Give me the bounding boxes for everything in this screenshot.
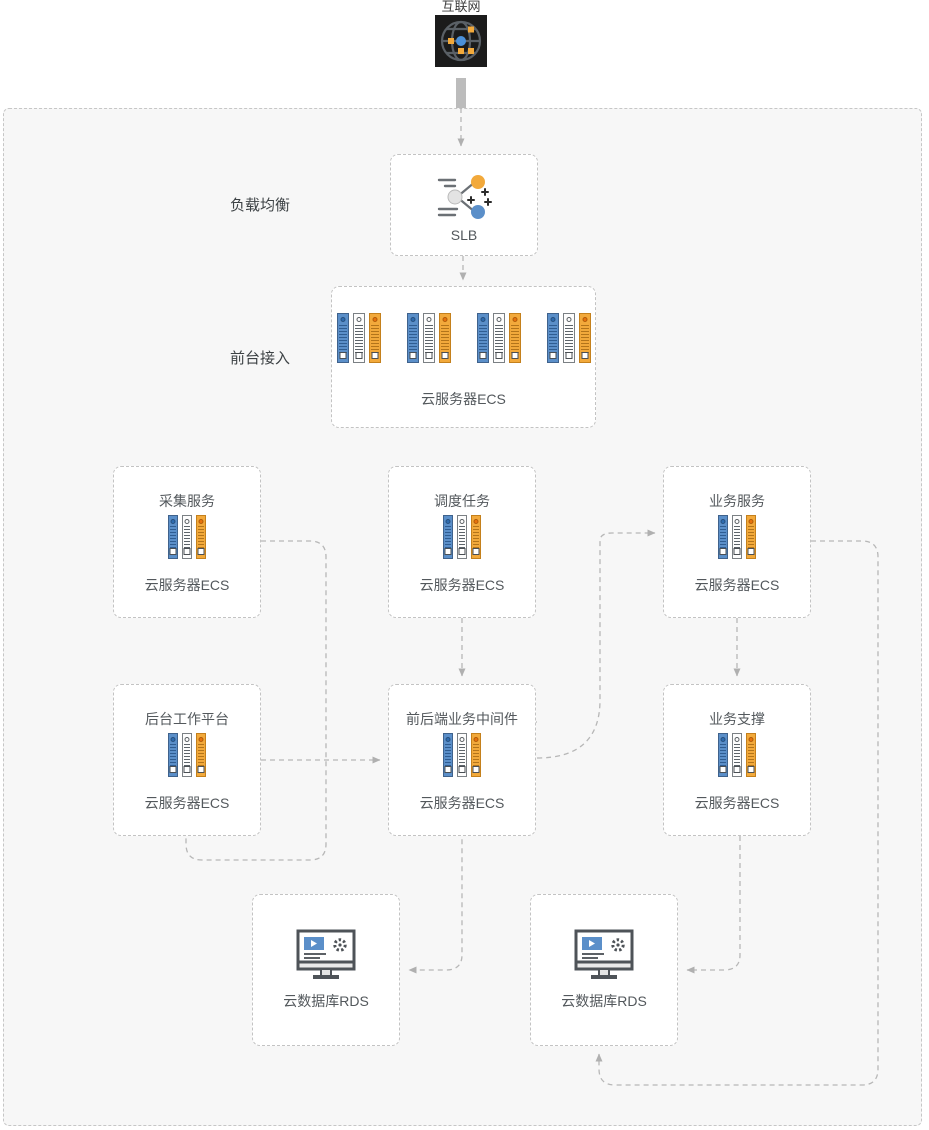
node-schedule-task[interactable]: 调度任务 云服务器ECS — [388, 466, 536, 618]
node-business-service-title: 业务服务 — [709, 493, 765, 509]
node-business-support-sublabel: 云服务器ECS — [694, 795, 780, 811]
node-backstage-platform[interactable]: 后台工作平台 云服务器ECS — [113, 684, 261, 836]
ecs-icon — [443, 733, 481, 777]
row-label-front-access: 前台接入 — [230, 350, 291, 367]
node-middleware-title: 前后端业务中间件 — [406, 711, 518, 727]
ecs-icon — [476, 313, 521, 363]
node-rds-left-sublabel: 云数据库RDS — [283, 993, 369, 1009]
rds-icon — [574, 929, 634, 979]
node-ecs-fleet[interactable]: 云服务器ECS — [331, 286, 596, 428]
node-business-service-sublabel: 云服务器ECS — [694, 577, 780, 593]
node-schedule-task-title: 调度任务 — [434, 493, 490, 509]
ecs-icon — [406, 313, 451, 363]
slb-icon — [437, 175, 492, 219]
internet-link-stub — [456, 78, 466, 108]
ecs-fleet-icon-row — [332, 313, 595, 363]
ecs-icon — [718, 733, 756, 777]
node-slb-sublabel: SLB — [450, 227, 478, 243]
node-rds-right[interactable]: 云数据库RDS — [530, 894, 678, 1046]
row-label-load-balance: 负载均衡 — [230, 197, 291, 214]
ecs-icon — [168, 515, 206, 559]
rds-icon — [296, 929, 356, 979]
globe-icon — [435, 15, 487, 67]
node-backstage-platform-sublabel: 云服务器ECS — [144, 795, 230, 811]
ecs-icon — [546, 313, 591, 363]
internet-node: 互联网 — [435, 0, 487, 67]
node-schedule-task-sublabel: 云服务器ECS — [419, 577, 505, 593]
node-collect-service-sublabel: 云服务器ECS — [144, 577, 230, 593]
node-business-service[interactable]: 业务服务 云服务器ECS — [663, 466, 811, 618]
node-business-support[interactable]: 业务支撑 云服务器ECS — [663, 684, 811, 836]
node-collect-service-title: 采集服务 — [159, 493, 215, 509]
node-ecs-fleet-sublabel: 云服务器ECS — [421, 391, 506, 407]
ecs-icon — [443, 515, 481, 559]
node-backstage-platform-title: 后台工作平台 — [145, 711, 229, 727]
ecs-icon — [168, 733, 206, 777]
internet-label: 互联网 — [441, 0, 481, 14]
ecs-icon — [336, 313, 381, 363]
node-slb[interactable]: SLB — [390, 154, 538, 256]
node-rds-left[interactable]: 云数据库RDS — [252, 894, 400, 1046]
node-collect-service[interactable]: 采集服务 云服务器ECS — [113, 466, 261, 618]
node-rds-right-sublabel: 云数据库RDS — [561, 993, 647, 1009]
node-middleware[interactable]: 前后端业务中间件 云服务器ECS — [388, 684, 536, 836]
node-middleware-sublabel: 云服务器ECS — [419, 795, 505, 811]
ecs-icon — [718, 515, 756, 559]
node-business-support-title: 业务支撑 — [709, 711, 765, 727]
